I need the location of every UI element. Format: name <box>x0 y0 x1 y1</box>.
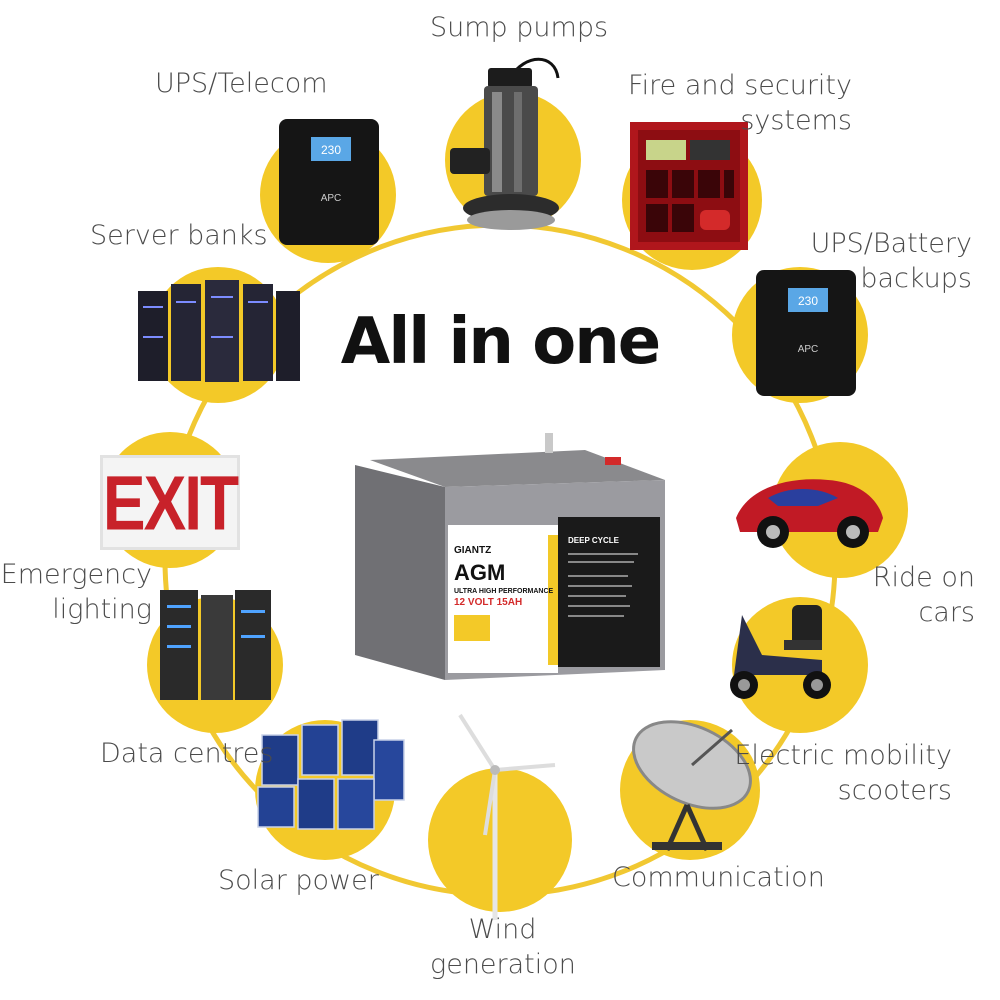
exit-sign-text: EXIT <box>102 459 239 546</box>
label-server-banks: Server banks <box>90 220 268 251</box>
solar-panels-icon <box>257 719 405 830</box>
battery-brand: GIANTZ <box>454 545 491 556</box>
battery-type: AGM <box>454 560 505 585</box>
sump-pump-icon <box>450 57 560 230</box>
ups-right-brand: APC <box>798 344 819 355</box>
wind-turbine-icon <box>458 713 556 920</box>
circle-wind <box>428 768 572 912</box>
server-banks-icon <box>138 280 300 382</box>
ups-right-screen: 230 <box>798 294 818 308</box>
ride-on-car-icon <box>736 479 883 548</box>
label-data-centres: Data centres <box>100 738 274 769</box>
label-emergency-lighting: Emergency lighting <box>0 559 152 625</box>
label-communication: Communication <box>612 862 825 893</box>
label-ups-battery: UPS/Battery backups <box>810 228 972 294</box>
agm-battery-image: GIANTZ AGM ULTRA HIGH PERFORMANCE 12 VOL… <box>355 433 665 680</box>
label-solar-power: Solar power <box>218 865 379 896</box>
data-centre-racks-icon <box>160 590 271 700</box>
battery-panel-heading: DEEP CYCLE <box>568 536 620 545</box>
label-ups-telecom: UPS/Telecom <box>155 68 328 99</box>
battery-subtitle: ULTRA HIGH PERFORMANCE <box>454 588 553 595</box>
battery-rating: 12 VOLT 15AH <box>454 597 522 608</box>
satellite-dish-icon <box>632 720 752 852</box>
ups-left-screen: 230 <box>321 143 341 157</box>
label-mobility-scooters: Electric mobility scooters <box>734 740 952 806</box>
label-sump-pumps: Sump pumps <box>430 12 609 43</box>
ups-telecom-icon: 230 APC <box>279 119 379 245</box>
mobility-scooter-icon <box>730 605 831 699</box>
label-wind-generation: Wind generation <box>430 914 576 980</box>
page-title: All in one <box>340 305 661 379</box>
fire-panel-icon <box>630 122 748 250</box>
label-fire-security: Fire and security systems <box>628 70 852 136</box>
ups-battery-icon: 230 APC <box>756 270 856 396</box>
exit-sign: EXIT <box>100 455 240 550</box>
label-ride-on-cars: Ride on cars <box>872 562 975 628</box>
ups-left-brand: APC <box>321 193 342 204</box>
